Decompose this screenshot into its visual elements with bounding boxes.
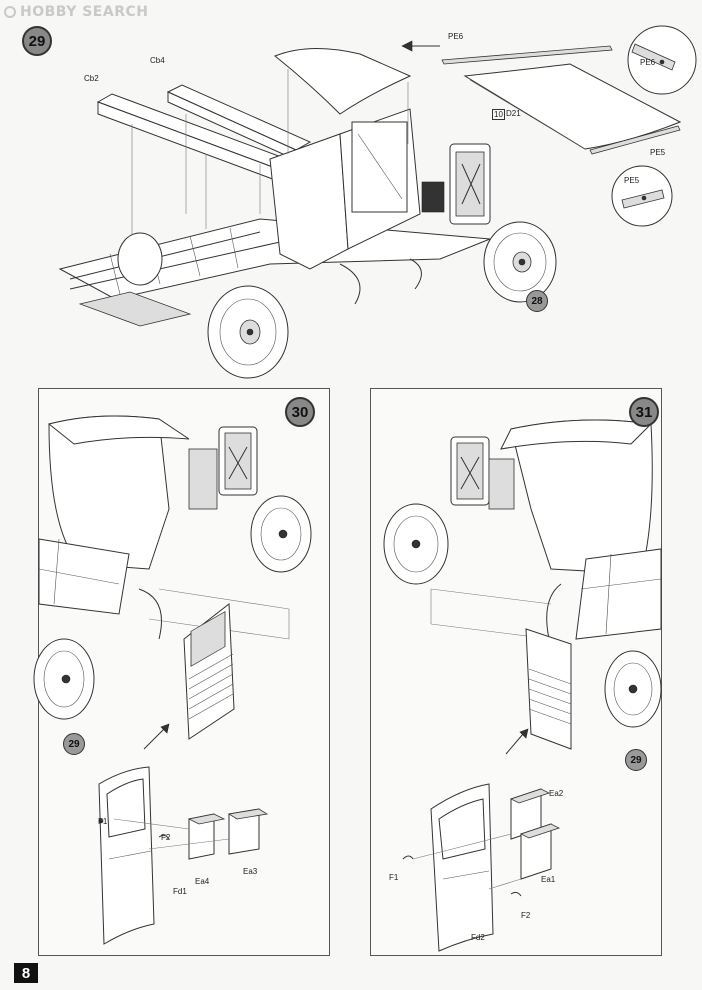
label-f2: F2 [161,833,171,842]
label-f2: F2 [521,911,531,920]
step-31-badge: 31 [629,397,659,427]
label-ea3: Ea3 [243,867,258,876]
ref-badge-29: 29 [63,733,85,755]
label-d21: D21 [506,109,521,118]
rear-wheel-back [117,232,163,286]
part-pe6-strip [441,45,613,65]
step-31-diagram [383,419,662,952]
assembly-arrow-icon [519,728,529,739]
watermark-text: HOBBY SEARCH [20,4,149,20]
label-cb4: Cb4 [150,56,165,65]
ref-badge-29: 29 [625,749,647,771]
step-30-diagram [33,415,312,945]
label-ea1: Ea1 [541,875,556,884]
assembled-door [525,628,572,750]
part-f2 [510,891,522,897]
watermark-logo-icon [4,6,16,18]
part-f1 [98,818,104,824]
label-fd1: Fd1 [173,887,187,896]
step-30-panel: 30 29 F1 F2 Ea4 Ea3 Fd1 [33,388,330,956]
step-29-panel: 29 Cb2 Cb4 PE6 PE6 10 D21 PE5 PE5 28 [10,14,697,379]
label-f1: F1 [98,817,108,826]
part-pe5-strip [589,125,681,155]
label-fd2: Fd2 [471,933,485,942]
cab-roof [274,48,412,115]
watermark: HOBBY SEARCH [4,4,148,20]
part-d21-roof [463,63,682,150]
ref-badge-28: 28 [526,290,548,312]
part-f2 [158,834,170,840]
label-ea4: Ea4 [195,877,210,886]
step-31-panel: 31 29 Ea2 Ea1 F1 F2 Fd2 [370,388,662,956]
label-pe6: PE6 [448,32,464,41]
step-30-badge: 30 [285,397,315,427]
label-d21-box: 10 [492,109,505,120]
assembly-arrow-icon [401,40,413,52]
label-f1: F1 [389,873,399,882]
label-cb2: Cb2 [84,74,99,83]
label-pe6-detail: PE6 [640,58,656,67]
label-ea2: Ea2 [549,789,564,798]
part-f1 [402,855,414,860]
label-pe5: PE5 [650,148,666,157]
step-29-badge: 29 [22,26,52,56]
cab-body [269,133,349,270]
page-number: 8 [14,963,38,983]
step-29-diagram [58,25,697,379]
label-pe5-detail: PE5 [624,176,640,185]
assembly-arrow-icon [160,723,170,734]
